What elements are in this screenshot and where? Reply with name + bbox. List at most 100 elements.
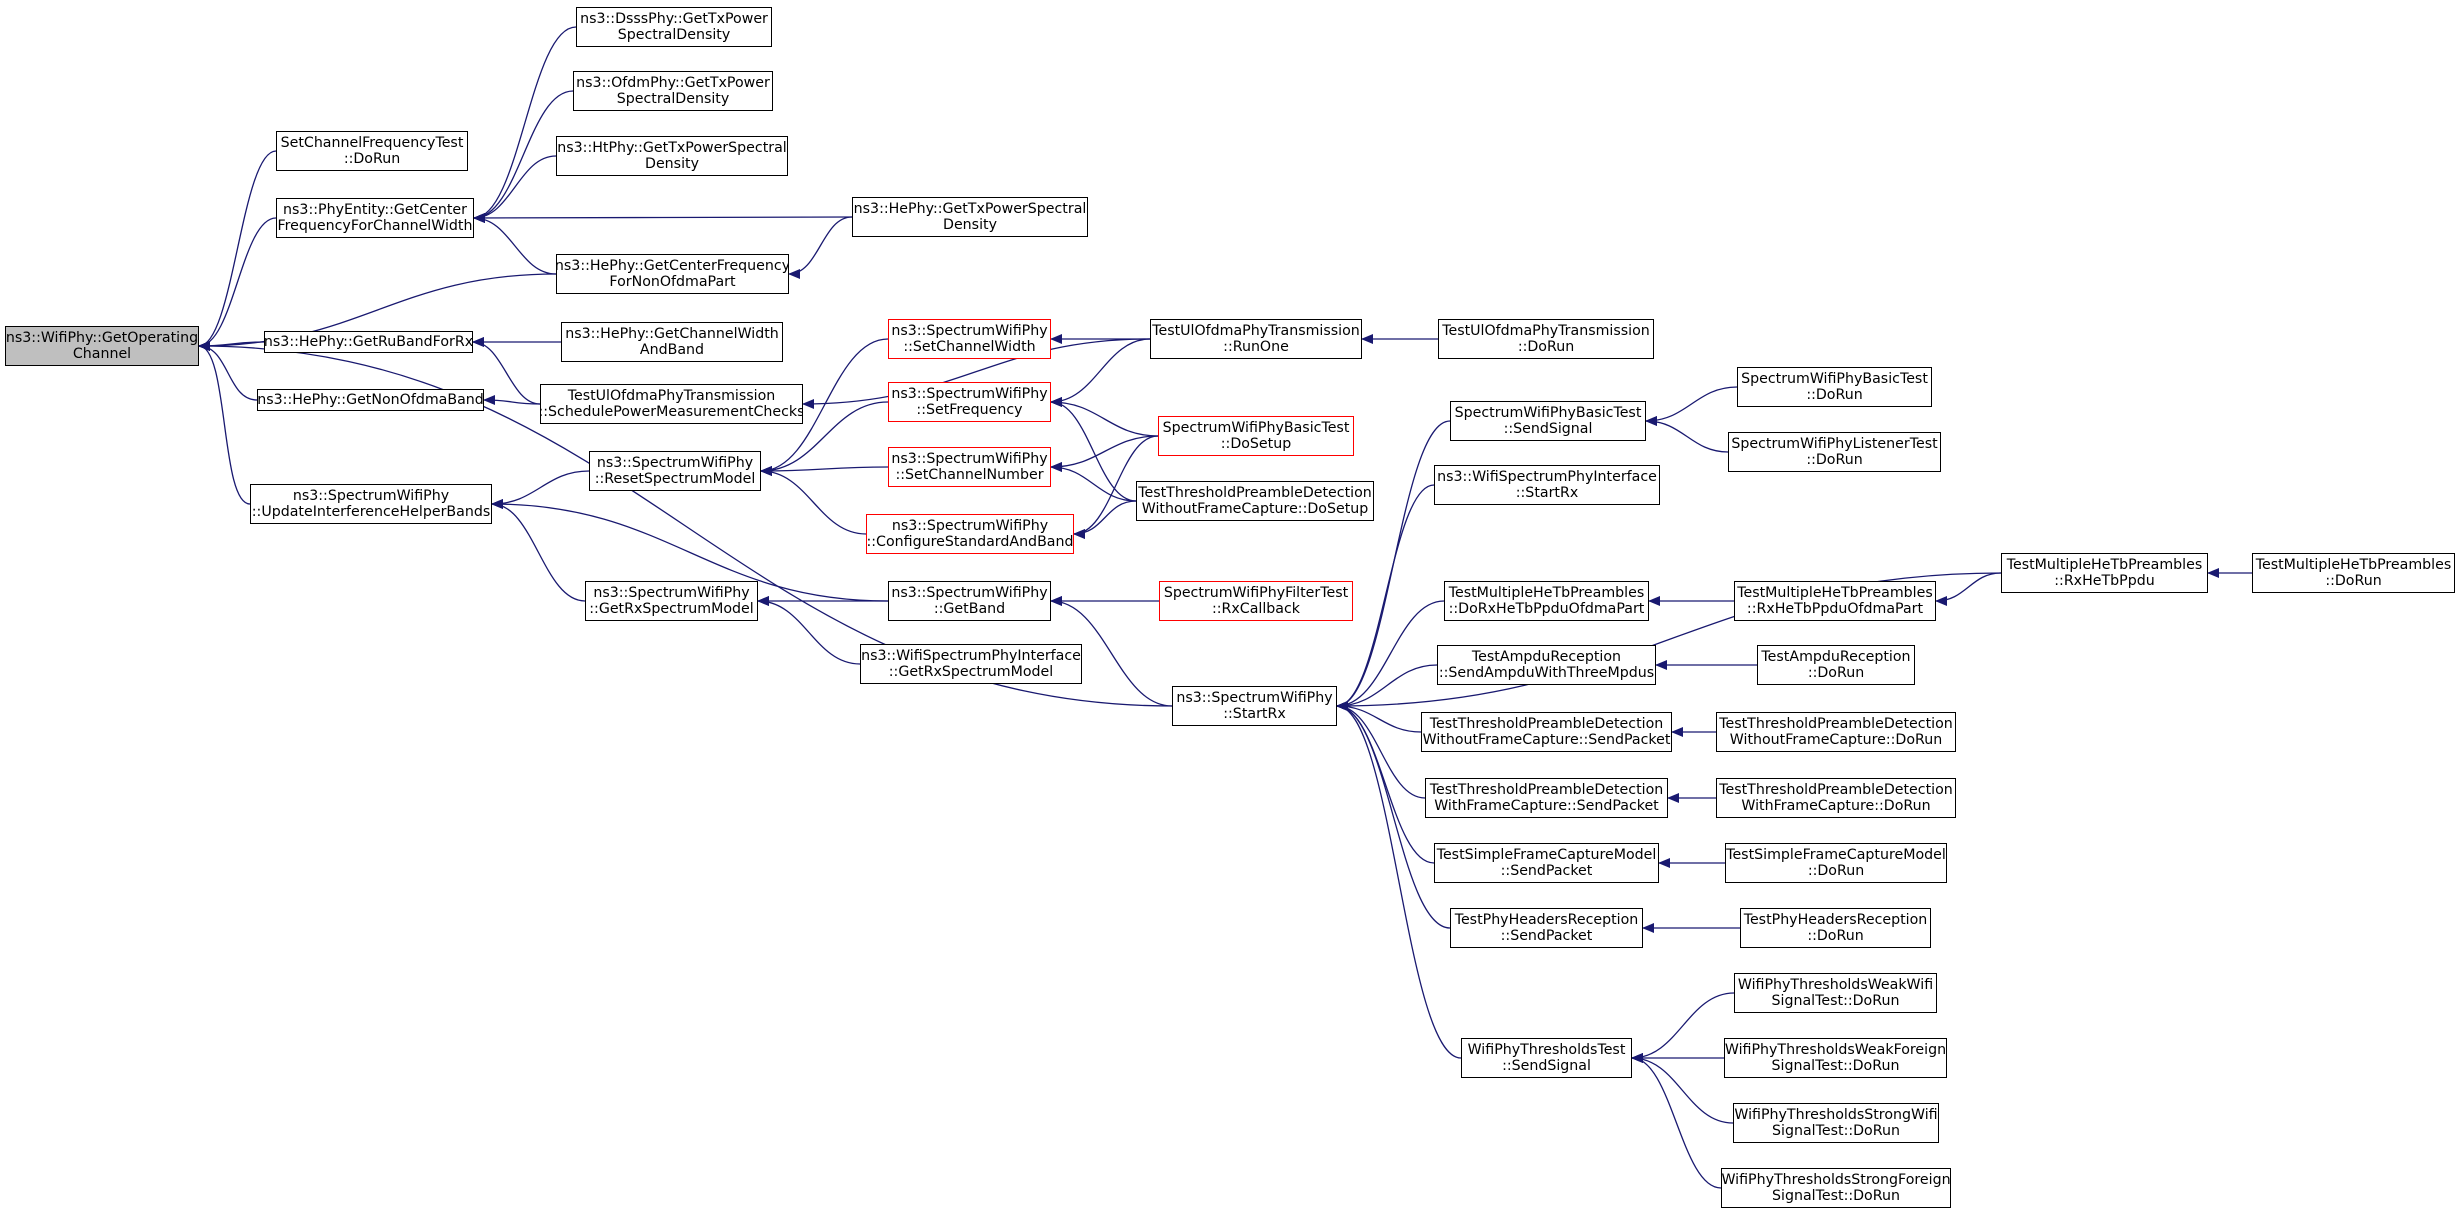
node-tmhtp-dr[interactable]: TestMultipleHeTbPreambles::DoRun <box>2252 553 2455 593</box>
node-he-gno[interactable]: ns3::HePhy::GetNonOfdmaBand <box>257 389 484 411</box>
node-label-line: TestThresholdPreambleDetection <box>1429 782 1664 798</box>
node-label-line: ns3::WifiSpectrumPhyInterface <box>1437 469 1657 485</box>
node-label-line: ::RunOne <box>1223 339 1289 355</box>
node-label-line: SignalTest::DoRun <box>1771 993 1900 1009</box>
node-label-line: ::SchedulePowerMeasurementChecks <box>540 404 803 420</box>
node-tsfcm-dr[interactable]: TestSimpleFrameCaptureModel::DoRun <box>1725 843 1947 883</box>
node-label-line: ns3::WifiPhy::GetOperating <box>5 330 199 346</box>
edge-swpbt-dr-to-swpbt-ss <box>1645 386 1738 426</box>
edge-tmhtp-rhp-to-swp-srx <box>1336 572 2002 711</box>
node-label-line: TestMultipleHeTbPreambles <box>2255 557 2452 573</box>
node-label-line: TestAmpduReception <box>1761 649 1911 665</box>
node-label-line: WifiPhyThresholdsStrongForeign <box>1721 1172 1951 1188</box>
node-label-line: TestThresholdPreambleDetection <box>1719 782 1953 798</box>
edge-wptsf-dr-to-wptt-ss <box>1631 1053 1722 1189</box>
node-label-line: TestUlOfdmaPhyTransmission <box>567 388 776 404</box>
node-swp-rsm[interactable]: ns3::SpectrumWifiPhy::ResetSpectrumModel <box>589 451 761 491</box>
node-swplt-dr[interactable]: SpectrumWifiPhyListenerTest::DoRun <box>1728 432 1941 472</box>
node-label-line: ::GetRxSpectrumModel <box>589 601 754 617</box>
edge-tuo-spm-to-he-ru <box>472 337 541 405</box>
node-label-line: TestUlOfdmaPhyTransmission <box>1152 323 1360 339</box>
edge-scft-to-root <box>198 150 277 351</box>
node-swp-csab[interactable]: ns3::SpectrumWifiPhy::ConfigureStandardA… <box>866 514 1074 554</box>
node-label-line: ::GetRxSpectrumModel <box>888 664 1054 680</box>
node-label-line: ns3::SpectrumWifiPhy <box>593 585 750 601</box>
edge-swp-sf-to-swp-rsm <box>760 401 889 476</box>
node-label-line: WifiPhyThresholdsTest <box>1467 1042 1626 1058</box>
edge-ttpd-wo-ds-to-swp-csab <box>1073 500 1137 539</box>
node-label-line: ns3::OfdmPhy::GetTxPower <box>576 75 770 91</box>
edge-swplt-dr-to-swpbt-ss <box>1645 416 1729 453</box>
node-label-line: WifiPhyThresholdsWeakForeign <box>1724 1042 1947 1058</box>
edge-swp-rsm-to-swp-uihb <box>491 470 590 509</box>
node-label-line: WithoutFrameCapture::DoRun <box>1729 732 1943 748</box>
edge-swp-csab-to-swp-rsm <box>760 466 867 535</box>
node-swpbt-dr[interactable]: SpectrumWifiPhyBasicTest::DoRun <box>1737 367 1932 407</box>
node-tphr-dr[interactable]: TestPhyHeadersReception::DoRun <box>1740 908 1931 948</box>
edge-tphr-sp-to-swp-srx <box>1336 701 1451 929</box>
node-tmhtp-rhp[interactable]: TestMultipleHeTbPreambles::RxHeTbPpdu <box>2001 553 2208 593</box>
node-tsfcm-sp[interactable]: TestSimpleFrameCaptureModel::SendPacket <box>1434 843 1659 883</box>
edge-tmhtp-rhp-to-tmhtp-rx <box>1935 572 2002 606</box>
node-wspi-srx[interactable]: ns3::WifiSpectrumPhyInterface::StartRx <box>1434 465 1660 505</box>
node-swp-scw[interactable]: ns3::SpectrumWifiPhy::SetChannelWidth <box>888 319 1051 359</box>
node-label-line: ns3::PhyEntity::GetCenter <box>283 202 467 218</box>
node-swp-srx[interactable]: ns3::SpectrumWifiPhy::StartRx <box>1172 686 1337 726</box>
node-swp-scn[interactable]: ns3::SpectrumWifiPhy::SetChannelNumber <box>888 447 1051 487</box>
node-label-line: ns3::SpectrumWifiPhy <box>891 451 1048 467</box>
node-label-line: FrequencyForChannelWidth <box>277 218 473 234</box>
node-tmhtp-rx[interactable]: TestMultipleHeTbPreambles::RxHeTbPpduOfd… <box>1734 581 1936 621</box>
node-swpbt-ss[interactable]: SpectrumWifiPhyBasicTest::SendSignal <box>1450 401 1646 441</box>
node-tphr-sp[interactable]: TestPhyHeadersReception::SendPacket <box>1450 908 1643 948</box>
node-scft[interactable]: SetChannelFrequencyTest::DoRun <box>276 131 468 171</box>
node-label-line: SpectrumWifiPhyBasicTest <box>1741 371 1928 387</box>
node-label-line: SpectralDensity <box>617 27 731 43</box>
node-label-line: ::RxHeTbPpduOfdmaPart <box>1746 601 1924 617</box>
node-tuo-dr[interactable]: TestUlOfdmaPhyTransmission::DoRun <box>1438 319 1654 359</box>
node-tmhtp-do[interactable]: TestMultipleHeTbPreambles::DoRxHeTbPpduO… <box>1444 581 1649 621</box>
node-tar-sa[interactable]: TestAmpduReception::SendAmpduWithThreeMp… <box>1437 645 1656 685</box>
node-label-line: ::SendSignal <box>1503 421 1593 437</box>
node-swp-grsm[interactable]: ns3::SpectrumWifiPhy::GetRxSpectrumModel <box>585 581 758 621</box>
node-label-line: ::UpdateInterferenceHelperBands <box>251 504 491 520</box>
node-label-line: ns3::HtPhy::GetTxPowerSpectral <box>557 140 787 156</box>
node-swp-sf[interactable]: ns3::SpectrumWifiPhy::SetFrequency <box>888 382 1051 422</box>
node-tuo-spm[interactable]: TestUlOfdmaPhyTransmission::SchedulePowe… <box>540 384 803 424</box>
node-wptt-ss[interactable]: WifiPhyThresholdsTest::SendSignal <box>1461 1038 1632 1078</box>
node-label-line: SignalTest::DoRun <box>1772 1123 1900 1139</box>
node-label-line: SignalTest::DoRun <box>1772 1188 1900 1204</box>
node-swpft-rx[interactable]: SpectrumWifiPhyFilterTest::RxCallback <box>1159 581 1353 621</box>
node-label-line: ns3::HePhy::GetNonOfdmaBand <box>257 392 484 408</box>
node-label-line: ::StartRx <box>1515 485 1579 501</box>
edge-swpbt-ds-to-swp-sf <box>1050 397 1159 437</box>
node-he-ru[interactable]: ns3::HePhy::GetRuBandForRx <box>264 331 473 353</box>
node-label-line: ns3::SpectrumWifiPhy <box>1176 690 1333 706</box>
node-wspi-grsm[interactable]: ns3::WifiSpectrumPhyInterface::GetRxSpec… <box>860 644 1082 684</box>
node-swp-gb[interactable]: ns3::SpectrumWifiPhy::GetBand <box>888 581 1051 621</box>
edge-swpbt-ds-to-swp-csab <box>1073 435 1159 539</box>
node-swpbt-ds[interactable]: SpectrumWifiPhyBasicTest::DoSetup <box>1158 416 1354 456</box>
node-label-line: ::DoRun <box>1806 452 1863 468</box>
node-swp-uihb[interactable]: ns3::SpectrumWifiPhy::UpdateInterference… <box>250 484 492 524</box>
node-tar-dr[interactable]: TestAmpduReception::DoRun <box>1757 645 1915 685</box>
node-label-line: TestUlOfdmaPhyTransmission <box>1442 323 1650 339</box>
node-label-line: ns3::SpectrumWifiPhy <box>891 518 1049 534</box>
node-tuo-ro[interactable]: TestUlOfdmaPhyTransmission::RunOne <box>1150 319 1362 359</box>
